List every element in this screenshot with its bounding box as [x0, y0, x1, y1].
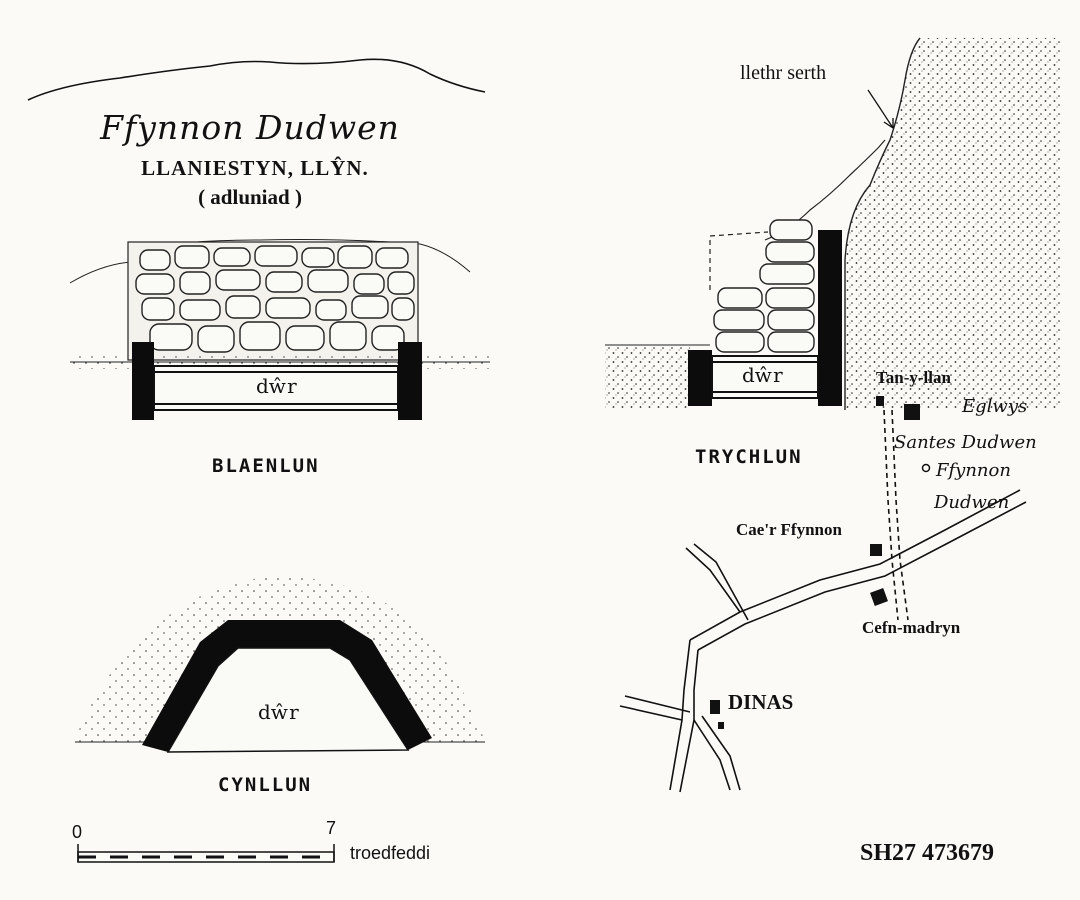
scale-end-label: 7 — [326, 818, 337, 838]
front-view-heading: BLAENLUN — [212, 455, 320, 477]
dinas-marker-small — [718, 722, 724, 729]
section-water-label: dŵr — [742, 363, 783, 387]
map-label-cae-r-ffynnon: Cae'r Ffynnon — [736, 520, 842, 539]
church-marker — [904, 404, 920, 420]
grid-reference: SH27 473679 — [860, 840, 995, 866]
title-name: Ffynnon Dudwen — [100, 108, 400, 147]
map-label-santes-dudwen: Santes Dudwen — [894, 432, 1037, 453]
cae-r-ffynnon-marker — [870, 544, 882, 556]
tan-y-llan-marker — [876, 396, 884, 406]
map-label-tan-y-llan: Tan-y-llan — [876, 368, 951, 387]
map-label-eglwys: Eglwys — [962, 396, 1028, 417]
plan-water-label: dŵr — [258, 700, 299, 724]
front-water-label: dŵr — [256, 374, 297, 398]
location-map — [619, 409, 1027, 793]
horizon-line — [27, 58, 486, 101]
plan-drawing — [75, 576, 485, 753]
title-note: ( adluniad ) — [198, 185, 302, 209]
cefn-madryn-marker — [870, 588, 888, 606]
dinas-marker — [710, 700, 720, 714]
scale-bar — [77, 844, 335, 863]
scale-start-label: 0 — [72, 822, 83, 842]
map-label-dinas: DINAS — [728, 690, 794, 714]
map-label-ffynnon: Ffynnon — [936, 460, 1011, 481]
plan-view-heading: CYNLLUN — [218, 774, 313, 796]
slope-annotation: llethr serth — [740, 62, 827, 84]
map-symbols — [710, 396, 931, 729]
scale-unit-label: troedfeddi — [350, 843, 431, 863]
front-elevation-drawing — [69, 239, 490, 420]
section-drawing — [605, 37, 1060, 410]
title-place: LLANIESTYN, LLŶN. — [141, 156, 369, 180]
map-label-cefn-madryn: Cefn-madryn — [862, 618, 961, 637]
well-marker — [921, 463, 931, 473]
map-label-dudwen: Dudwen — [934, 492, 1010, 513]
section-view-heading: TRYCHLUN — [695, 446, 803, 468]
